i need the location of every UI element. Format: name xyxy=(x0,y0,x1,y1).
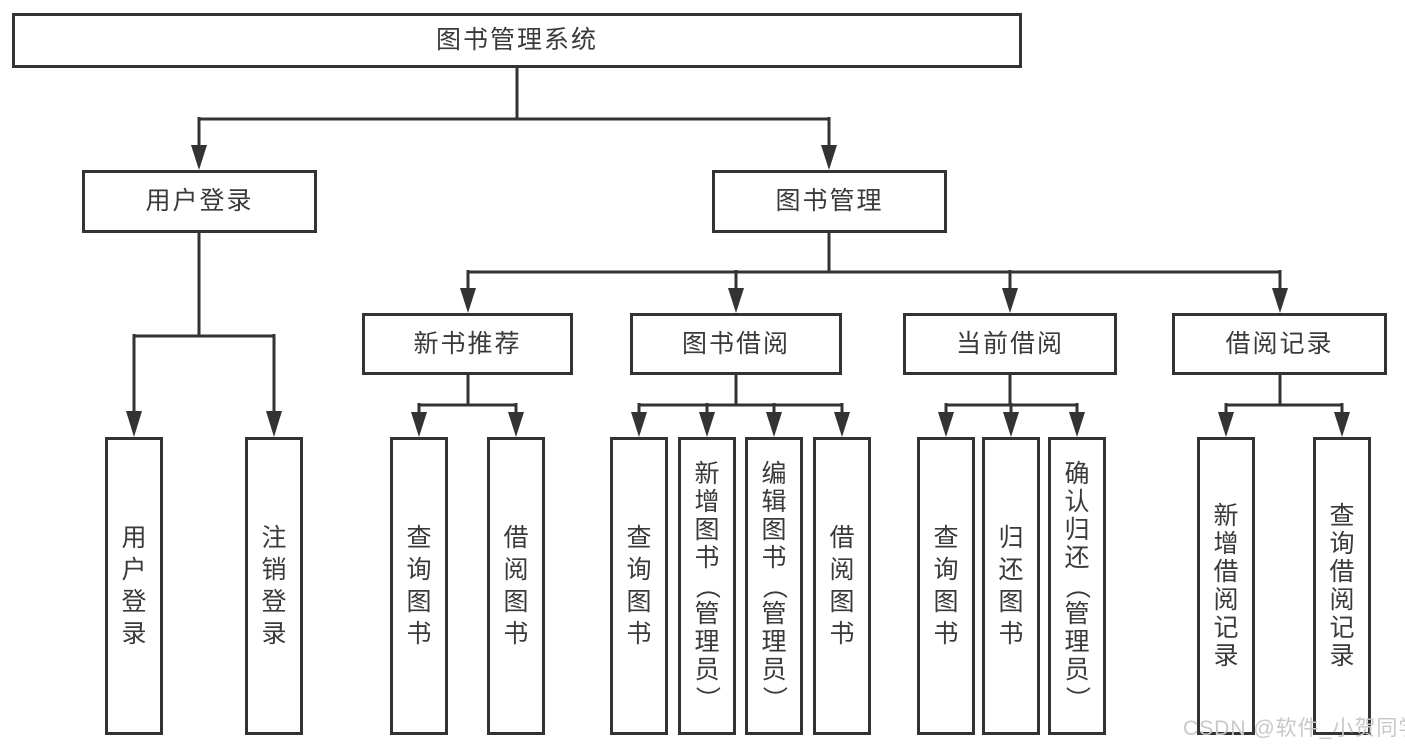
node-add-borrow-record: 新增借阅记录 xyxy=(1197,437,1255,735)
node-user-login-label: 用户登录 xyxy=(145,187,254,215)
node-book-borrow-label: 图书借阅 xyxy=(681,329,790,358)
node-library-management-system-label: 图书管理系统 xyxy=(435,26,598,54)
connector-book-management-branch xyxy=(460,232,1288,313)
node-query-borrow-record: 查询借阅记录 xyxy=(1313,437,1371,735)
node-book-borrow: 图书借阅 xyxy=(630,313,842,375)
node-borrow-books-recommend: 借阅图书 xyxy=(487,437,545,735)
connector-new-book-recommend-branch xyxy=(411,374,524,437)
node-edit-book-admin: 编辑图书（管理员） xyxy=(745,437,803,735)
node-add-borrow-record-label: 新增借阅记录 xyxy=(1213,501,1239,670)
connector-book-borrow-branch xyxy=(631,374,850,437)
node-return-book: 归还图书 xyxy=(982,437,1040,735)
node-borrow-books-action: 借阅图书 xyxy=(813,437,871,735)
connector-borrow-records-branch xyxy=(1218,374,1350,437)
node-library-management-system: 图书管理系统 xyxy=(12,13,1022,68)
node-user-login-action-label: 用户登录 xyxy=(121,523,147,648)
node-borrow-records-label: 借阅记录 xyxy=(1225,329,1334,358)
node-return-book-label: 归还图书 xyxy=(998,523,1024,648)
node-borrow-books-recommend-label: 借阅图书 xyxy=(503,523,529,648)
node-add-book-admin-label: 新增图书（管理员） xyxy=(693,459,722,711)
node-query-books-current: 查询图书 xyxy=(917,437,975,735)
node-query-books-borrow-label: 查询图书 xyxy=(626,523,652,648)
node-current-borrow: 当前借阅 xyxy=(903,313,1117,375)
node-user-login-action: 用户登录 xyxy=(105,437,163,735)
node-logout-label: 注销登录 xyxy=(261,523,287,648)
connector-root-to-level2 xyxy=(191,68,837,170)
node-book-management: 图书管理 xyxy=(712,170,947,233)
node-add-book-admin: 新增图书（管理员） xyxy=(678,437,736,735)
node-new-book-recommend: 新书推荐 xyxy=(362,313,573,375)
node-current-borrow-label: 当前借阅 xyxy=(955,329,1064,358)
watermark: CSDN @软件_小贺同学 xyxy=(1183,717,1405,740)
node-new-book-recommend-label: 新书推荐 xyxy=(413,329,522,358)
node-query-books-current-label: 查询图书 xyxy=(933,523,959,648)
connector-current-borrow-branch xyxy=(938,374,1085,437)
node-confirm-return-admin: 确认归还（管理员） xyxy=(1048,437,1106,735)
node-confirm-return-admin-label: 确认归还（管理员） xyxy=(1063,459,1092,711)
node-borrow-records: 借阅记录 xyxy=(1172,313,1387,375)
node-query-books-borrow: 查询图书 xyxy=(610,437,668,735)
node-query-borrow-record-label: 查询借阅记录 xyxy=(1329,501,1355,670)
node-logout: 注销登录 xyxy=(245,437,303,735)
node-borrow-books-action-label: 借阅图书 xyxy=(829,523,855,648)
node-query-books-recommend: 查询图书 xyxy=(390,437,448,735)
node-query-books-recommend-label: 查询图书 xyxy=(406,523,432,648)
node-book-management-label: 图书管理 xyxy=(775,187,884,215)
node-user-login: 用户登录 xyxy=(82,170,317,233)
connector-user-login-branch xyxy=(126,232,282,437)
node-edit-book-admin-label: 编辑图书（管理员） xyxy=(760,459,789,711)
